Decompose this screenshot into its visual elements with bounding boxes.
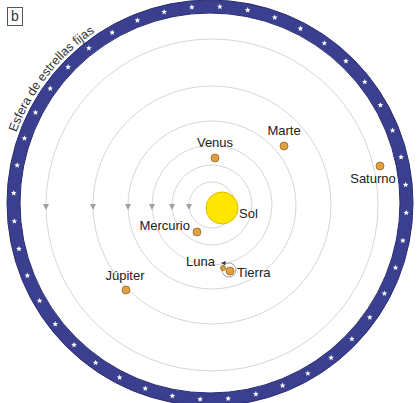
star xyxy=(71,342,77,347)
star xyxy=(217,4,223,10)
star xyxy=(322,40,328,45)
star-sphere xyxy=(14,7,407,400)
star xyxy=(25,273,31,278)
star xyxy=(197,396,203,401)
stars xyxy=(11,4,409,402)
sun xyxy=(206,192,238,224)
star xyxy=(382,291,388,296)
star xyxy=(117,374,123,380)
star xyxy=(298,26,304,31)
orbit xyxy=(128,121,296,289)
star xyxy=(52,321,58,326)
star xyxy=(272,15,278,20)
star xyxy=(398,154,404,160)
star xyxy=(349,336,355,342)
orbit-arrow xyxy=(149,204,155,210)
planet-name: Venus xyxy=(197,136,233,150)
sphere-label-holder: Esfera de estrellas fijas xyxy=(6,23,96,133)
orbit xyxy=(172,165,252,245)
star xyxy=(328,355,334,360)
star xyxy=(135,17,141,22)
star xyxy=(161,9,167,15)
orbit-arrow xyxy=(125,204,131,210)
star xyxy=(403,182,409,187)
star xyxy=(390,127,396,132)
orbit-arrow xyxy=(169,204,175,210)
star xyxy=(47,86,53,92)
moon-arrow xyxy=(221,261,226,265)
star xyxy=(253,391,259,396)
star xyxy=(14,162,20,168)
star xyxy=(33,110,39,116)
star xyxy=(400,238,406,243)
sphere-label: Esfera de estrellas fijas xyxy=(6,23,96,133)
sphere-edge xyxy=(7,0,413,403)
planet-name: Mercurio xyxy=(139,219,190,233)
star xyxy=(170,393,176,398)
planets xyxy=(122,142,384,294)
orbit xyxy=(93,86,331,324)
planet-name: Júpiter xyxy=(105,269,144,283)
panel-letter: b xyxy=(8,8,22,25)
orbit-arrow xyxy=(43,204,49,210)
moon-name: Luna xyxy=(186,255,215,269)
panel-letter-box: b xyxy=(7,7,23,26)
star xyxy=(142,386,148,392)
star xyxy=(305,370,311,375)
star xyxy=(65,64,71,69)
orbits xyxy=(46,39,378,371)
orbit-arrow xyxy=(90,204,96,210)
star xyxy=(245,7,251,13)
star xyxy=(403,210,409,215)
orbit-arrow xyxy=(186,204,192,210)
planet-name: Marte xyxy=(267,124,300,138)
sphere-edge xyxy=(20,13,400,393)
star xyxy=(189,4,195,10)
star xyxy=(12,218,18,223)
star xyxy=(225,396,231,401)
star xyxy=(362,79,368,84)
star xyxy=(16,246,22,251)
star xyxy=(86,45,92,51)
star xyxy=(37,298,43,304)
orbit xyxy=(46,39,378,371)
star xyxy=(22,135,28,140)
star xyxy=(393,265,399,270)
star xyxy=(280,383,286,388)
orbit xyxy=(152,145,272,265)
star xyxy=(367,314,373,319)
planet-name: Tierra xyxy=(237,266,270,280)
star xyxy=(11,190,17,195)
star xyxy=(109,30,115,35)
star xyxy=(378,102,384,107)
orbit-arrows xyxy=(43,204,192,210)
sun-name: Sol xyxy=(239,207,258,221)
star xyxy=(343,58,349,63)
star xyxy=(93,360,99,365)
planet-name: Saturno xyxy=(350,172,396,186)
